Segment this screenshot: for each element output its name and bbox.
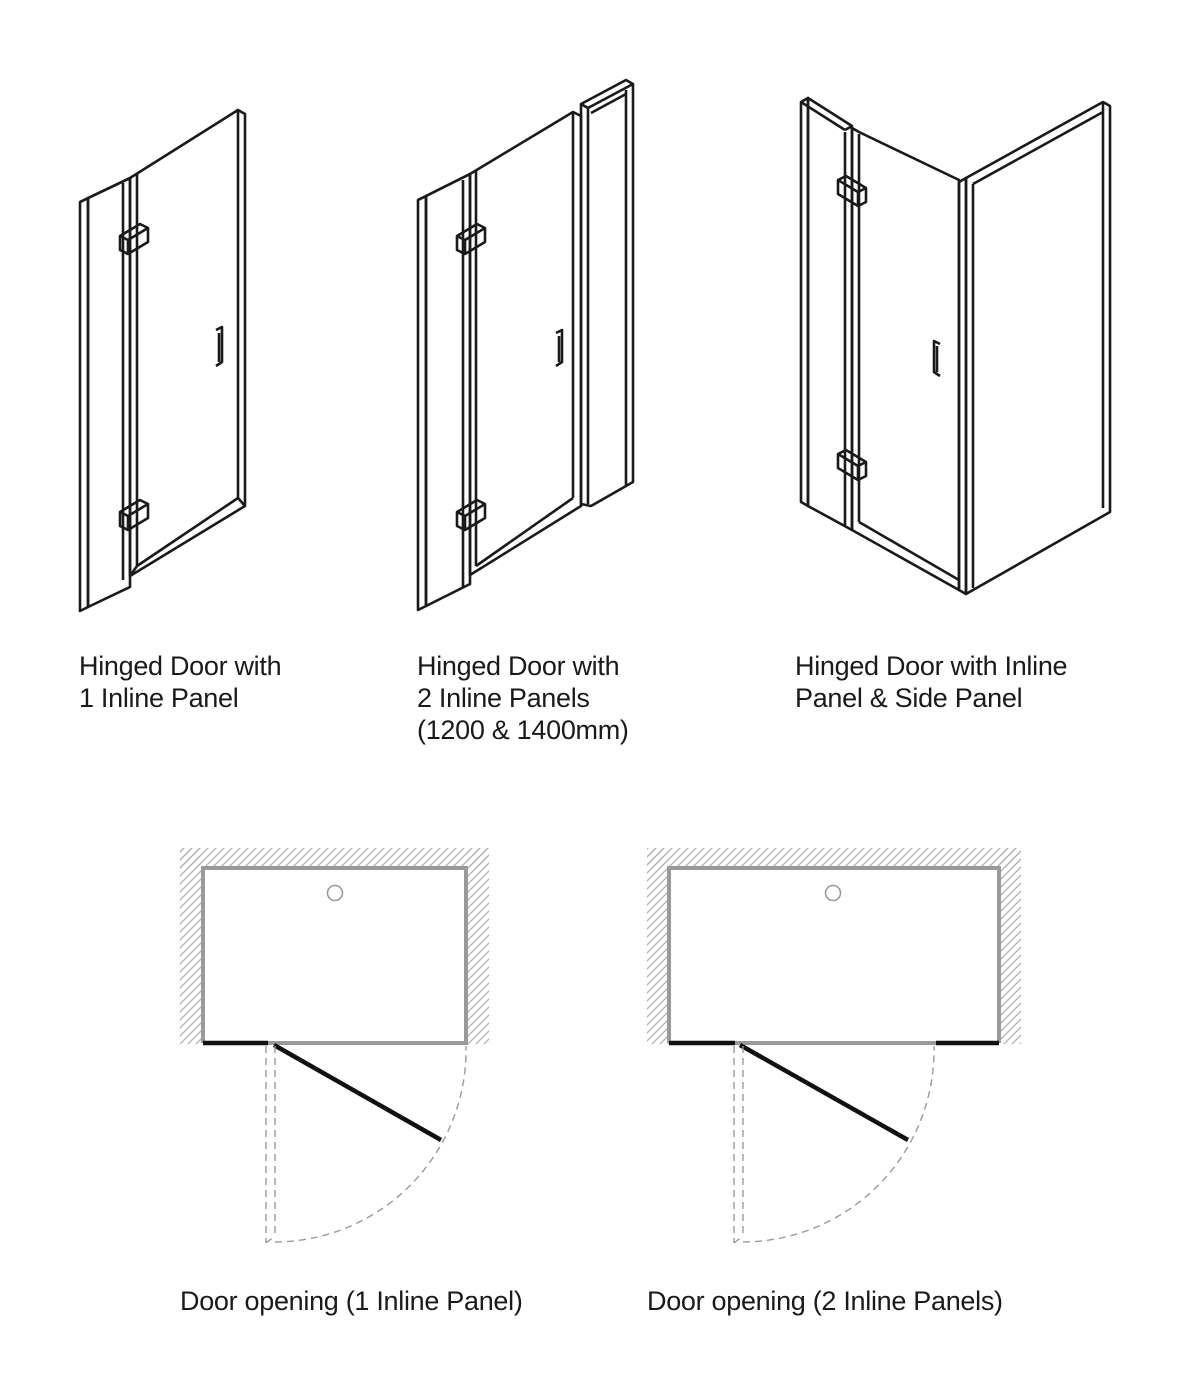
waste-outlet xyxy=(824,884,842,902)
wall-hatch-right xyxy=(466,848,489,1044)
waste-outlet xyxy=(326,884,344,902)
shower-tray xyxy=(667,866,1001,1043)
caption-line: Door opening (1 Inline Panel) xyxy=(180,1286,523,1316)
door-swing-path xyxy=(733,1045,935,1244)
caption-line: Hinged Door with xyxy=(417,651,620,681)
caption-line: (1200 & 1400mm) xyxy=(417,715,629,745)
hinged-door-1-inline-panel-illustration xyxy=(78,108,247,613)
caption-line: Panel & Side Panel xyxy=(795,683,1023,713)
caption-line: Hinged Door with xyxy=(79,651,282,681)
shower-tray xyxy=(201,866,468,1045)
caption-line: 1 Inline Panel xyxy=(79,683,239,713)
caption-hinged-door-2-inline-panels: Hinged Door with 2 Inline Panels (1200 &… xyxy=(417,650,629,746)
caption-hinged-door-1-inline-panel: Hinged Door with 1 Inline Panel xyxy=(79,650,282,714)
wall-hatch-top xyxy=(647,848,1021,868)
caption-line: Door opening (2 Inline Panels) xyxy=(647,1286,1003,1316)
door-opening-plan-1-inline-panel xyxy=(180,848,489,1244)
caption-door-opening-1-inline-panel: Door opening (1 Inline Panel) xyxy=(180,1285,523,1317)
wall-hatch-top xyxy=(180,848,489,868)
caption-line: 2 Inline Panels xyxy=(417,683,590,713)
door-open-position xyxy=(272,1043,443,1142)
hinged-door-2-inline-panels-illustration xyxy=(416,78,635,612)
hinged-door-inline-side-panel-illustration xyxy=(799,96,1112,596)
door-opening-plan-2-inline-panels xyxy=(647,848,1021,1244)
caption-line: Hinged Door with Inline xyxy=(795,651,1068,681)
wall-hatch-right xyxy=(999,848,1021,1044)
door-open-position xyxy=(738,1043,910,1142)
caption-hinged-door-inline-side-panel: Hinged Door with Inline Panel & Side Pan… xyxy=(795,650,1068,714)
door-swing-path xyxy=(265,1045,467,1244)
wall-hatch-left xyxy=(180,848,202,1044)
wall-hatch-left xyxy=(647,848,669,1044)
caption-door-opening-2-inline-panels: Door opening (2 Inline Panels) xyxy=(647,1285,1003,1317)
